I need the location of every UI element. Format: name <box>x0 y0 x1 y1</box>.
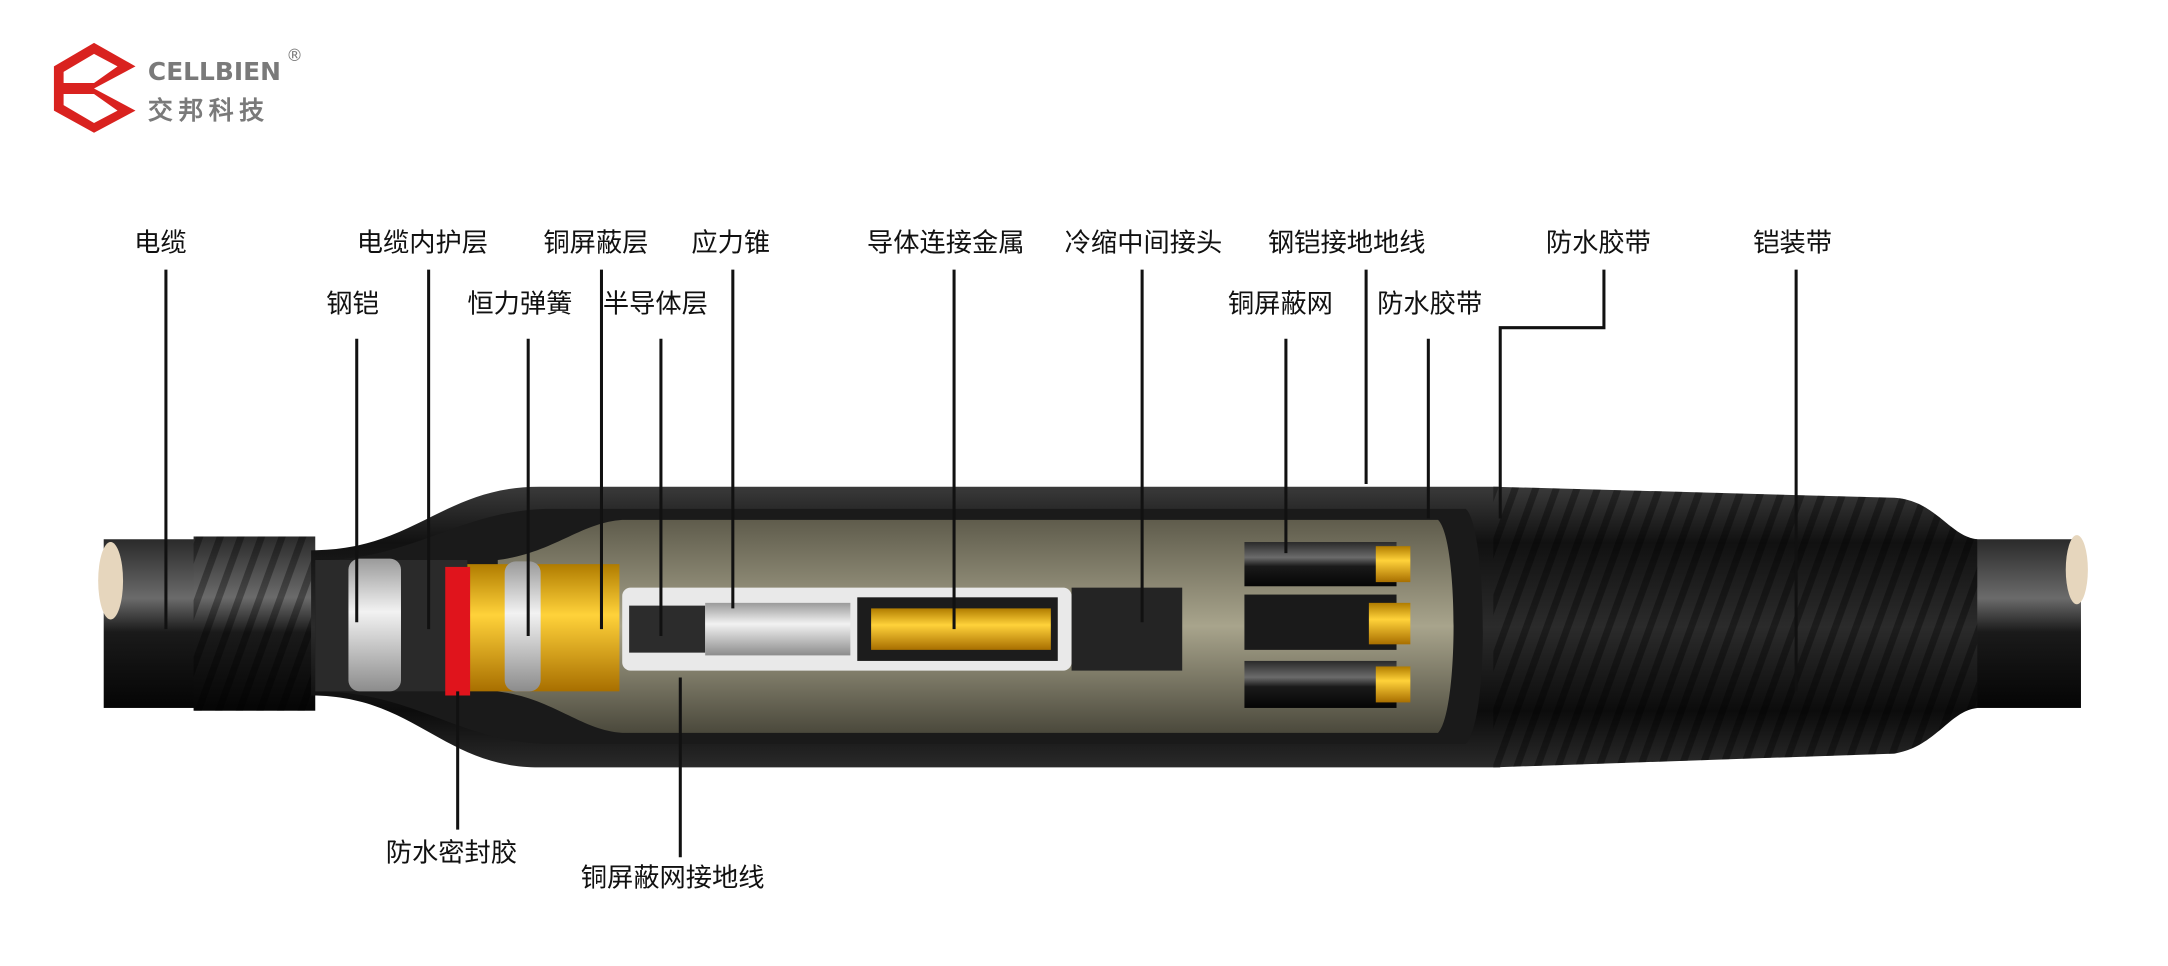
label-semiconductor-layer: 半导体层 <box>603 289 708 319</box>
right-cable-end <box>1963 539 2081 708</box>
waterproof-sealant <box>445 566 471 696</box>
label-inner-sheath: 电缆内护层 <box>357 229 488 259</box>
logo-registered-mark: ® <box>286 46 303 65</box>
label-copper-shield-mesh: 铜屏蔽网 <box>1228 289 1333 319</box>
label-waterproof-tape-outer: 防水胶带 <box>1546 229 1651 259</box>
steel-armor-ring <box>348 558 401 692</box>
logo-brand-en: CELLBIEN <box>148 57 281 86</box>
leader-lines <box>164 269 1798 858</box>
left-cable-cut <box>98 542 124 620</box>
label-armor-ground-wire: 钢铠接地地线 <box>1268 229 1426 259</box>
labels: 电缆 电缆内护层 铜屏蔽层 应力锥 导体连接金属 冷缩中间接头 钢铠接地地线 防… <box>134 229 1832 894</box>
label-constant-force-spring: 恒力弹簧 <box>467 289 572 319</box>
right-cable-cut <box>2065 535 2088 605</box>
copper-shield-layer <box>467 564 620 692</box>
label-armor-tape: 铠装带 <box>1753 229 1832 259</box>
label-shield-mesh-ground-wire: 铜屏蔽网接地线 <box>581 863 765 893</box>
semiconductor-layer <box>629 605 706 653</box>
label-stress-cone: 应力锥 <box>691 229 770 259</box>
right-core-1 <box>1244 542 1397 587</box>
label-waterproof-sealant: 防水密封胶 <box>386 838 517 868</box>
constant-force-spring <box>504 561 541 692</box>
label-cold-shrink-joint: 冷缩中间接头 <box>1065 229 1223 259</box>
label-copper-shield-layer: 铜屏蔽层 <box>543 229 648 259</box>
conductor-connector <box>871 608 1051 650</box>
label-waterproof-tape-inner: 防水胶带 <box>1377 289 1482 319</box>
label-cable: 电缆 <box>134 229 187 259</box>
right-core-2 <box>1244 660 1397 708</box>
cellbien-logo: CELLBIEN ® 交邦科技 <box>53 42 303 133</box>
label-steel-armor: 钢铠 <box>326 289 379 319</box>
cable-joint <box>98 486 2088 768</box>
label-conductor-connector: 导体连接金属 <box>867 229 1025 259</box>
logo-brand-cn: 交邦科技 <box>148 96 270 125</box>
logo-mark-icon <box>53 42 136 133</box>
